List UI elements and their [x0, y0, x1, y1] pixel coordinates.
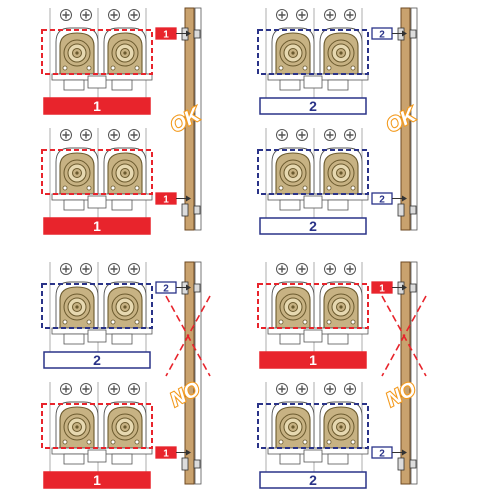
arrow-head-icon	[402, 30, 407, 37]
door-hinge-icon	[397, 457, 405, 471]
wooden-door	[400, 7, 411, 231]
pair-number: 1	[93, 472, 101, 488]
pair-highlight-box	[257, 29, 369, 75]
pair-highlight-box	[257, 149, 369, 195]
pair-highlight-box	[257, 403, 369, 449]
pair-highlight-box	[41, 403, 153, 449]
cross-line	[165, 295, 211, 377]
hinge-pair: 2	[257, 382, 369, 489]
pair-label-box	[259, 471, 367, 489]
hinge-pair: 1	[41, 382, 153, 489]
arrow-head-icon	[402, 449, 407, 456]
cross-line	[381, 295, 427, 377]
pair-number: 1	[93, 218, 101, 234]
arrow-head-icon	[402, 195, 407, 202]
pair-number: 1	[93, 98, 101, 114]
wooden-door	[184, 261, 195, 485]
pair-label-box	[259, 217, 367, 235]
tag-number: 1	[379, 284, 385, 295]
pair-number: 2	[309, 218, 317, 234]
pair-number: 2	[93, 352, 101, 368]
hinge-pair: 2	[41, 262, 153, 369]
tag-number: 2	[379, 449, 385, 460]
pair-label-box	[43, 471, 151, 489]
door-hinge-icon	[397, 203, 405, 217]
tag-number: 1	[163, 449, 169, 460]
pair-number: 1	[309, 352, 317, 368]
arrow-head-icon	[402, 284, 407, 291]
tag-number: 1	[163, 195, 169, 206]
pair-highlight-box	[41, 29, 153, 75]
pair-highlight-box	[257, 283, 369, 329]
hinge-tag: 2	[371, 446, 407, 460]
hinge-tag: 2	[371, 192, 407, 206]
hinge-tag: 2	[371, 27, 407, 41]
hinge-tag: 1	[155, 446, 191, 460]
hinge-pair: 2	[257, 8, 369, 115]
hinge-pair: 1	[257, 262, 369, 369]
cabinet-side	[194, 7, 202, 231]
arrow-head-icon	[186, 30, 191, 37]
pair-number: 2	[309, 98, 317, 114]
hinge-tag: 1	[371, 281, 407, 295]
arrow-head-icon	[186, 449, 191, 456]
wooden-door	[184, 7, 195, 231]
wooden-door	[400, 261, 411, 485]
pair-label-box	[259, 351, 367, 369]
door-hinge-icon	[181, 457, 189, 471]
arrow-head-icon	[186, 195, 191, 202]
arrow-head-icon	[186, 284, 191, 291]
hinge-pair: 1	[41, 8, 153, 115]
hinge-pair: 1	[41, 128, 153, 235]
tag-number: 2	[379, 30, 385, 41]
hinge-pair: 2	[257, 128, 369, 235]
tag-number: 2	[379, 195, 385, 206]
cabinet-side	[194, 261, 202, 485]
pair-label-box	[43, 97, 151, 115]
hinge-tag: 1	[155, 192, 191, 206]
pair-label-box	[43, 351, 151, 369]
cabinet-side	[410, 7, 418, 231]
pair-highlight-box	[41, 149, 153, 195]
hinge-tag: 1	[155, 27, 191, 41]
pair-highlight-box	[41, 283, 153, 329]
tag-number: 1	[163, 30, 169, 41]
tag-number: 2	[163, 284, 169, 295]
pair-label-box	[43, 217, 151, 235]
door-hinge-icon	[181, 203, 189, 217]
pair-number: 2	[309, 472, 317, 488]
cabinet-side	[410, 261, 418, 485]
pair-label-box	[259, 97, 367, 115]
hinge-tag: 2	[155, 281, 191, 295]
